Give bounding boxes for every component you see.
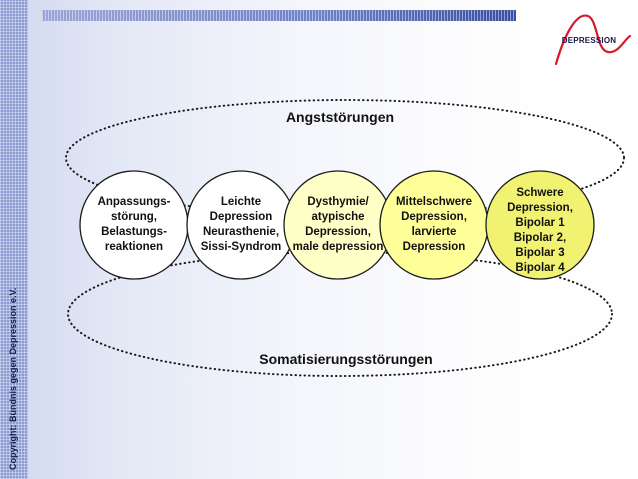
stage-circle-label-2: Leichte Depression Neurasthenie, Sissi-S… xyxy=(200,196,282,253)
buendnis-logo-icon xyxy=(554,14,632,66)
stage-circle-label-4: Mittelschwere Depression, larvierte Depr… xyxy=(395,196,473,253)
top-decorative-bar xyxy=(42,10,516,21)
logo-swoosh xyxy=(554,14,632,66)
stage-circle-label-3: Dysthymie/ atypische Depression, male de… xyxy=(292,196,384,253)
stage-circle-5 xyxy=(485,170,595,280)
bottom-ellipse-somatisierung xyxy=(67,251,613,377)
stage-circle-label-5: Schwere Depression, Bipolar 1 Bipolar 2,… xyxy=(507,187,573,274)
left-decorative-bar xyxy=(0,0,28,479)
circle-group xyxy=(79,170,595,280)
bottom-ellipse-label: Somatisierungsstörungen xyxy=(259,351,433,367)
stage-circle-label-1: Anpassungs- störung, Belastungs- reaktio… xyxy=(97,196,171,253)
logo-wordmark: DEPRESSION xyxy=(561,35,617,45)
top-ellipse-label: Angststörungen xyxy=(285,109,395,125)
